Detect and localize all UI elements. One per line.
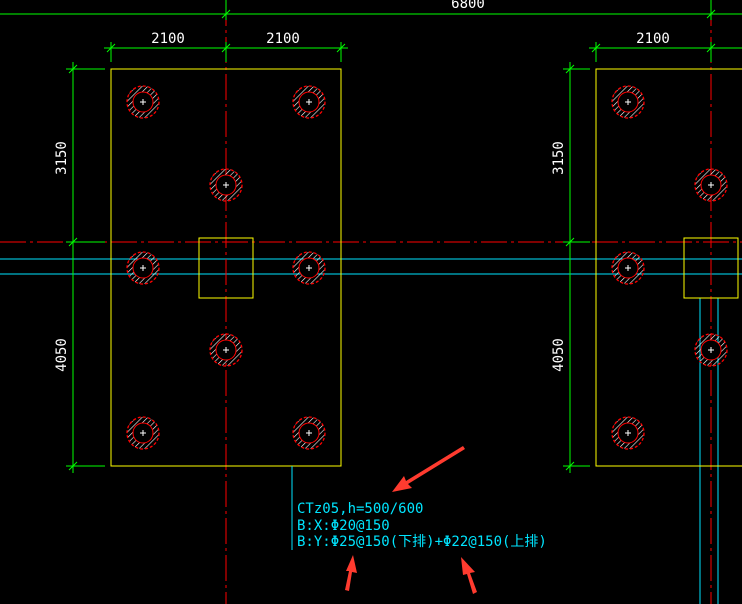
- dim-left-lower: 4050: [54, 338, 70, 372]
- pile[interactable]: [209, 168, 243, 202]
- pile[interactable]: [126, 416, 160, 450]
- pile[interactable]: [292, 416, 326, 450]
- pointer-arrows: [345, 446, 477, 594]
- column-left[interactable]: [198, 237, 254, 299]
- pile[interactable]: [126, 85, 160, 119]
- dim-right-lower: 4050: [551, 338, 567, 372]
- arrow-pointer-top: [392, 446, 465, 492]
- annotation-line-1: CTz05,h=500/600: [297, 501, 423, 517]
- pile[interactable]: [694, 168, 728, 202]
- pile[interactable]: [611, 85, 645, 119]
- pile-cap-right[interactable]: [595, 68, 742, 467]
- arrow-pointer-right: [461, 557, 477, 594]
- pile[interactable]: [694, 333, 728, 367]
- pile[interactable]: [292, 251, 326, 285]
- dimension-lines: [0, 0, 742, 473]
- pile-cap-left[interactable]: [110, 68, 342, 467]
- dim-right-cap-width: 2100: [636, 31, 670, 47]
- pile[interactable]: [209, 333, 243, 367]
- dim-left-upper: 3150: [54, 141, 70, 175]
- dim-left-half: 2100: [151, 31, 185, 47]
- annotation-line-2: B:X:Φ20@150: [297, 518, 390, 534]
- pile[interactable]: [292, 85, 326, 119]
- annotation-line-3: B:Y:Φ25@150(下排)+Φ22@150(上排): [297, 534, 547, 550]
- dim-right-upper: 3150: [551, 141, 567, 175]
- arrow-pointer-left: [345, 555, 357, 591]
- column-right[interactable]: [683, 237, 739, 299]
- dim-top-total: 6800: [451, 0, 485, 12]
- pile[interactable]: [126, 251, 160, 285]
- dim-right-half: 2100: [266, 31, 300, 47]
- pile-cap-annotation[interactable]: CTz05,h=500/600 B:X:Φ20@150 B:Y:Φ25@150(…: [297, 501, 547, 550]
- piles: [126, 85, 728, 450]
- dimension-labels: 6800 2100 2100 2100 3150 4050 3150 4050: [54, 0, 670, 372]
- pile[interactable]: [611, 251, 645, 285]
- pile[interactable]: [611, 416, 645, 450]
- pile-cap-outlines: [110, 68, 742, 467]
